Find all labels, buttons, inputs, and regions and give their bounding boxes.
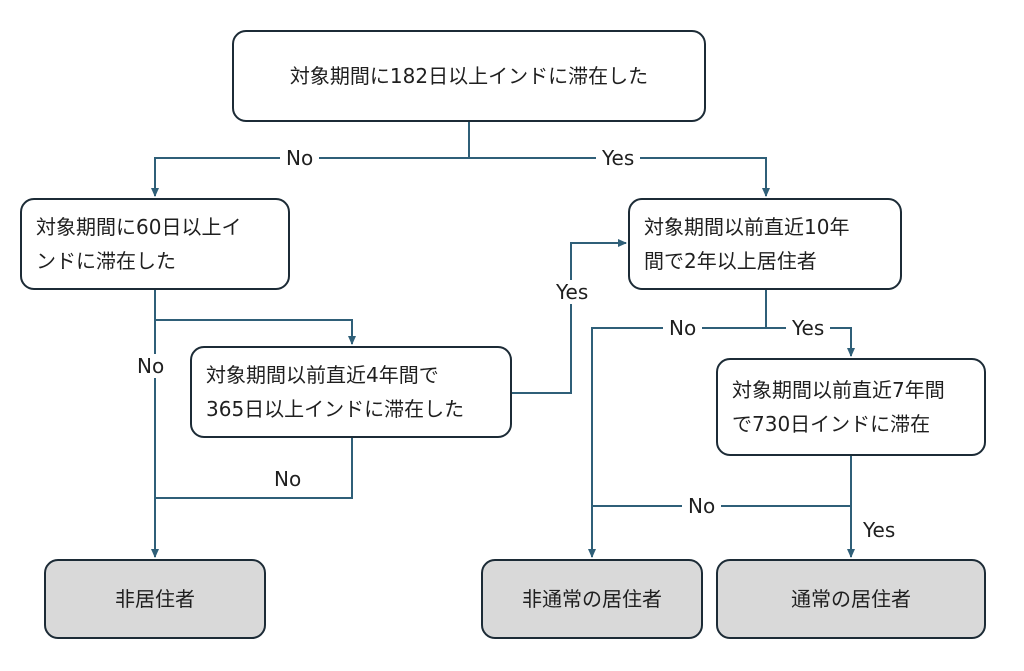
result-non-resident-text: 非居住者	[115, 587, 195, 611]
edge-label-q365-no: No	[268, 467, 308, 491]
connector-q7-no	[592, 456, 852, 507]
edge-label-top-no: No	[280, 146, 320, 170]
decision-resident-10-years-text: 対象期間以前直近10年 間で2年以上居住者	[644, 215, 850, 273]
connector-top-yes	[469, 157, 770, 197]
edge-label-q10-yes: Yes	[786, 316, 831, 340]
decision-60-days: 対象期間に60日以上イ ンドに滞在した	[20, 198, 290, 290]
result-not-ordinarily-resident: 非通常の居住者	[481, 559, 703, 639]
decision-182-days: 対象期間に182日以上インドに滞在した	[232, 30, 706, 122]
decision-365-days-4-years: 対象期間以前直近4年間で 365日以上インドに滞在した	[190, 346, 512, 438]
result-ordinarily-resident-text: 通常の居住者	[791, 587, 911, 611]
connector-top-no	[151, 157, 469, 197]
result-not-ordinarily-resident-text: 非通常の居住者	[522, 587, 662, 611]
edge-label-q10-no: No	[663, 316, 703, 340]
connector-q10-no	[588, 327, 766, 558]
result-non-resident: 非居住者	[44, 559, 266, 639]
decision-60-days-text: 対象期間に60日以上イ ンドに滞在した	[36, 215, 242, 273]
connector-q365-no	[155, 438, 353, 499]
edge-label-q60-no: No	[131, 354, 171, 378]
edge-label-top-yes: Yes	[596, 146, 641, 170]
decision-730-days-7-years-text: 対象期間以前直近7年間 で730日インドに滞在	[732, 378, 945, 436]
connector-q365-yes	[512, 239, 627, 394]
decision-730-days-7-years: 対象期間以前直近7年間 で730日インドに滞在	[716, 358, 986, 456]
decision-resident-10-years: 対象期間以前直近10年 間で2年以上居住者	[628, 198, 902, 290]
result-ordinarily-resident: 通常の居住者	[716, 559, 986, 639]
edge-label-q7-no: No	[682, 494, 722, 518]
decision-365-days-4-years-text: 対象期間以前直近4年間で 365日以上インドに滞在した	[206, 363, 465, 421]
connector-q60-yes	[155, 319, 356, 345]
edge-label-q7-yes: Yes	[857, 518, 902, 542]
decision-182-days-text: 対象期間に182日以上インドに滞在した	[289, 64, 649, 88]
edge-label-q365-yes: Yes	[550, 280, 595, 304]
